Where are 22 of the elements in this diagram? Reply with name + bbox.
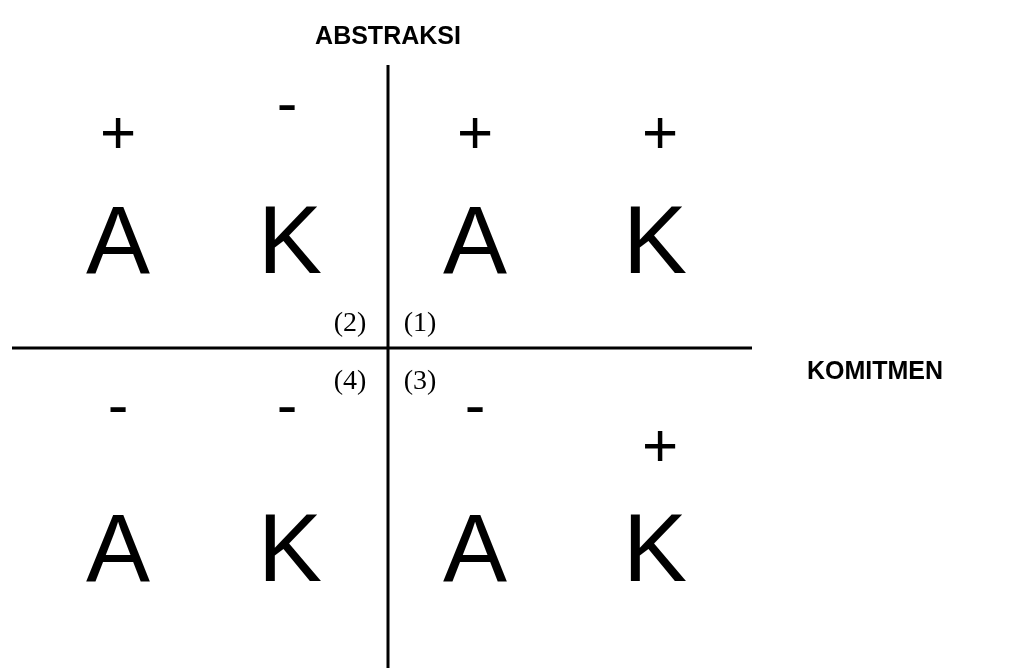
sign-symbol: - [276,72,298,134]
sign-symbol: + [456,101,494,163]
sign-symbol: - [276,374,298,436]
quadrant-number: (1) [403,308,437,336]
letter: K [623,500,687,596]
letter: A [443,500,507,596]
quadrant-number: (3) [403,366,437,394]
sign-symbol: + [641,414,679,476]
axis-title: ABSTRAKSI [315,22,461,48]
letter: K [258,500,322,596]
letter: A [443,192,507,288]
axis-title: KOMITMEN [806,357,944,383]
letter: K [258,192,322,288]
sign-symbol: + [641,101,679,163]
quadrant-number: (4) [333,366,367,394]
sign-symbol: - [464,374,486,436]
sign-symbol: - [107,374,129,436]
sign-symbol: + [99,101,137,163]
letter: A [86,192,150,288]
letter: A [86,500,150,596]
letter: K [623,192,687,288]
quadrant-number: (2) [333,308,367,336]
